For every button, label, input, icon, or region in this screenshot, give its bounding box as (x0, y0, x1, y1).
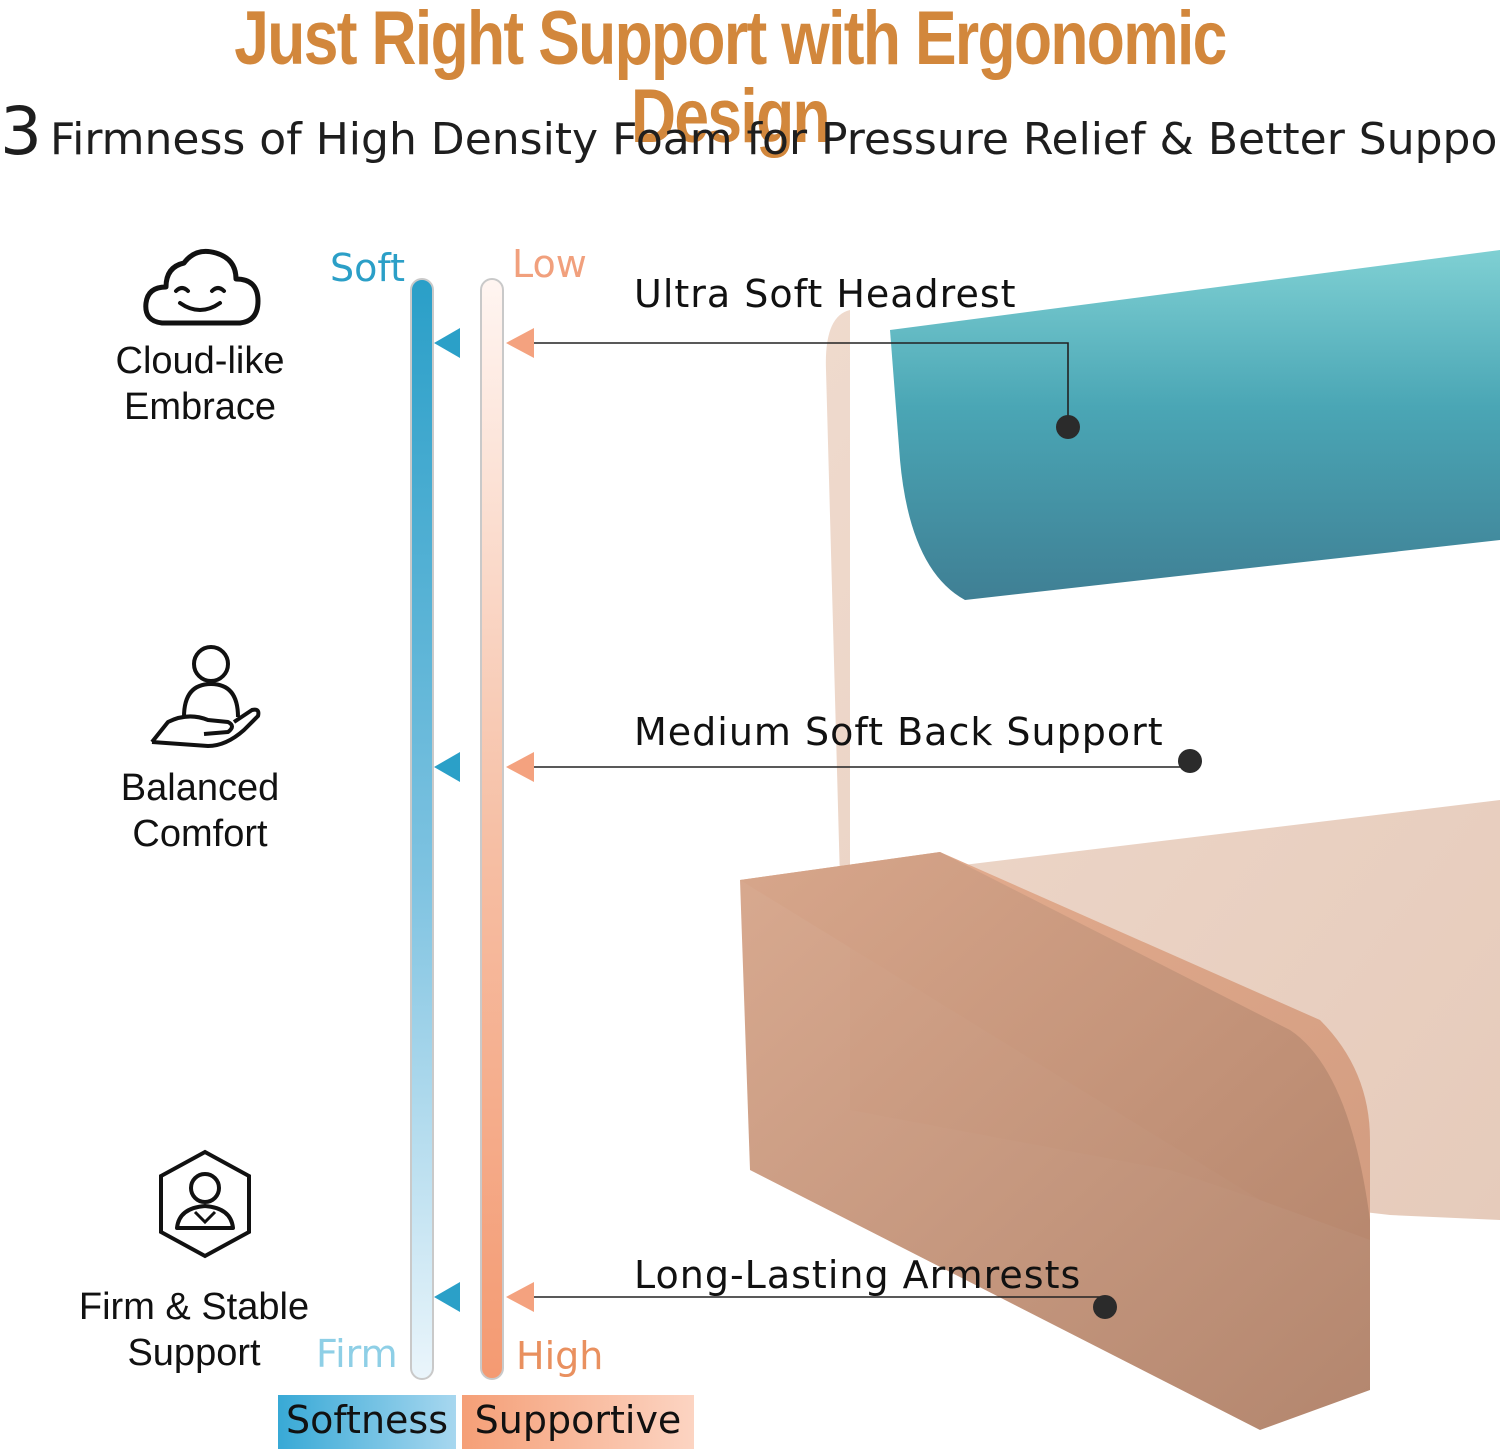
page-title: Just Right Support with Ergonomic Design (234, 0, 1227, 159)
softness-marker-headrest (434, 328, 460, 358)
zone-label-armrest: Long-Lasting Armrests (634, 1253, 1082, 1297)
softness-bottom-label: Firm (316, 1332, 398, 1376)
softness-bar (410, 278, 434, 1380)
benefit-label-balanced: Balanced Comfort (120, 767, 280, 855)
leader-line-back (534, 761, 1191, 768)
support-marker-back (506, 752, 534, 782)
softness-marker-back (434, 752, 460, 782)
armrest-front-shape (740, 852, 1370, 1430)
leader-dot-armrest (1093, 1295, 1117, 1319)
support-marker-headrest (506, 328, 534, 358)
person-hexagon-icon (159, 1149, 251, 1259)
leader-line-headrest (534, 342, 1069, 427)
softness-top-label: Soft (330, 246, 405, 290)
subtitle-text: Firmness of High Density Foam for Pressu… (50, 114, 1500, 165)
support-bottom-label: High (516, 1334, 604, 1378)
leader-line-armrest (534, 1296, 1106, 1307)
benefit-label-cloud: Cloud-like Embrace (115, 340, 285, 428)
benefit-label-firm: Firm & Stable Support (78, 1286, 310, 1374)
legend-softness: Softness (278, 1395, 456, 1449)
hand-holding-person-icon (150, 645, 261, 748)
headrest-shape (890, 250, 1500, 600)
leader-dot-headrest (1056, 415, 1080, 439)
support-marker-armrest (506, 1282, 534, 1312)
subtitle-number: 3 (0, 93, 42, 170)
leader-dot-back (1178, 749, 1202, 773)
cloud-smile-icon (143, 248, 261, 326)
zone-label-headrest: Ultra Soft Headrest (634, 272, 1017, 316)
support-top-label: Low (512, 242, 587, 286)
softness-marker-armrest (434, 1282, 460, 1312)
support-bar (480, 278, 504, 1380)
legend-supportive: Supportive (462, 1395, 694, 1449)
pillow-illustration (740, 250, 1500, 1430)
zone-label-back: Medium Soft Back Support (634, 710, 1164, 754)
